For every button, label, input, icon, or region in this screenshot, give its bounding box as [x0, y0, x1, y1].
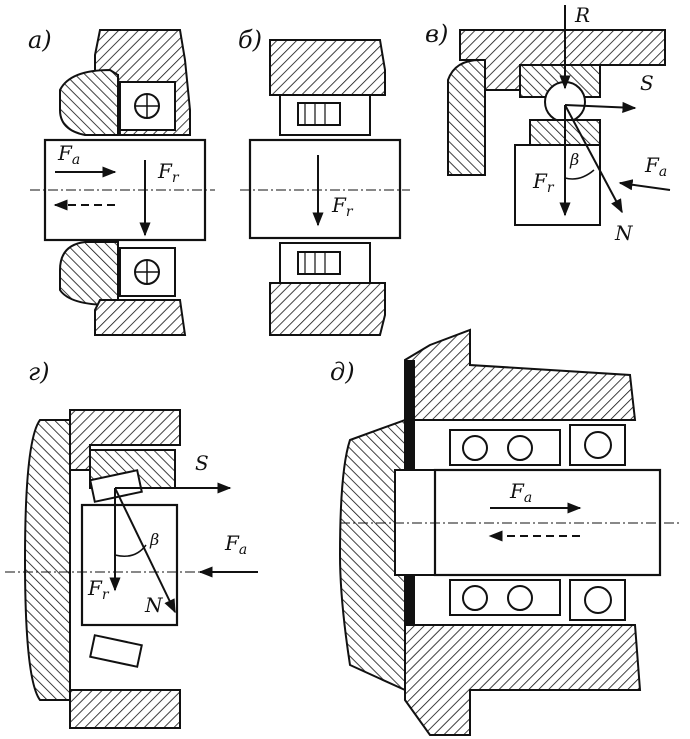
panel-a: а) Fa Fr	[28, 26, 215, 336]
panel-b-label: б)	[238, 26, 262, 54]
angle-beta-label: β	[569, 150, 579, 169]
force-r-label: R	[574, 3, 590, 27]
shaft-v	[514, 144, 601, 226]
panel-d-label: д)	[330, 358, 355, 386]
shaft-g	[80, 503, 179, 627]
panel-g: г) S β Fa Fr N	[5, 358, 258, 729]
housing-left-d	[338, 418, 406, 692]
tapered-roller-bottom	[89, 634, 143, 668]
force-s-label-g: S	[195, 451, 209, 475]
force-fa-label-d: Fa	[509, 479, 532, 506]
housing-top-b	[269, 39, 386, 96]
housing-bottom-b	[269, 282, 386, 336]
cover-g	[23, 419, 71, 701]
panel-a-label: а)	[28, 26, 52, 54]
panel-v: в) R S β Fr Fa N	[425, 3, 671, 245]
panel-v-label: в)	[425, 20, 448, 48]
housing-bottom-d	[404, 624, 642, 736]
housing-bottom-g	[69, 689, 181, 729]
force-fr-label-b: Fr	[331, 193, 354, 220]
end-cover-top	[59, 68, 119, 136]
angle-beta-label-g: β	[149, 530, 159, 549]
panel-b: б) Fr	[238, 26, 410, 336]
end-cover-bottom	[59, 241, 119, 307]
force-fr-label-v: Fr	[532, 169, 555, 196]
housing-bottom	[94, 299, 187, 336]
panel-d: д) Fa	[330, 328, 680, 736]
panel-g-label: г)	[28, 358, 50, 386]
force-fr-label: Fr	[157, 159, 180, 186]
force-fa-label: Fa	[57, 141, 80, 168]
force-n-label-g: N	[144, 593, 164, 617]
housing-top-d	[404, 328, 637, 421]
force-n-label-v: N	[614, 221, 634, 245]
force-fa-label-g: Fa	[224, 531, 247, 558]
shaft-b	[248, 138, 402, 240]
force-fr-label-g: Fr	[87, 576, 110, 603]
force-fa-label-v: Fa	[644, 153, 667, 180]
force-s-label: S	[640, 71, 654, 95]
cover-v	[447, 59, 486, 176]
